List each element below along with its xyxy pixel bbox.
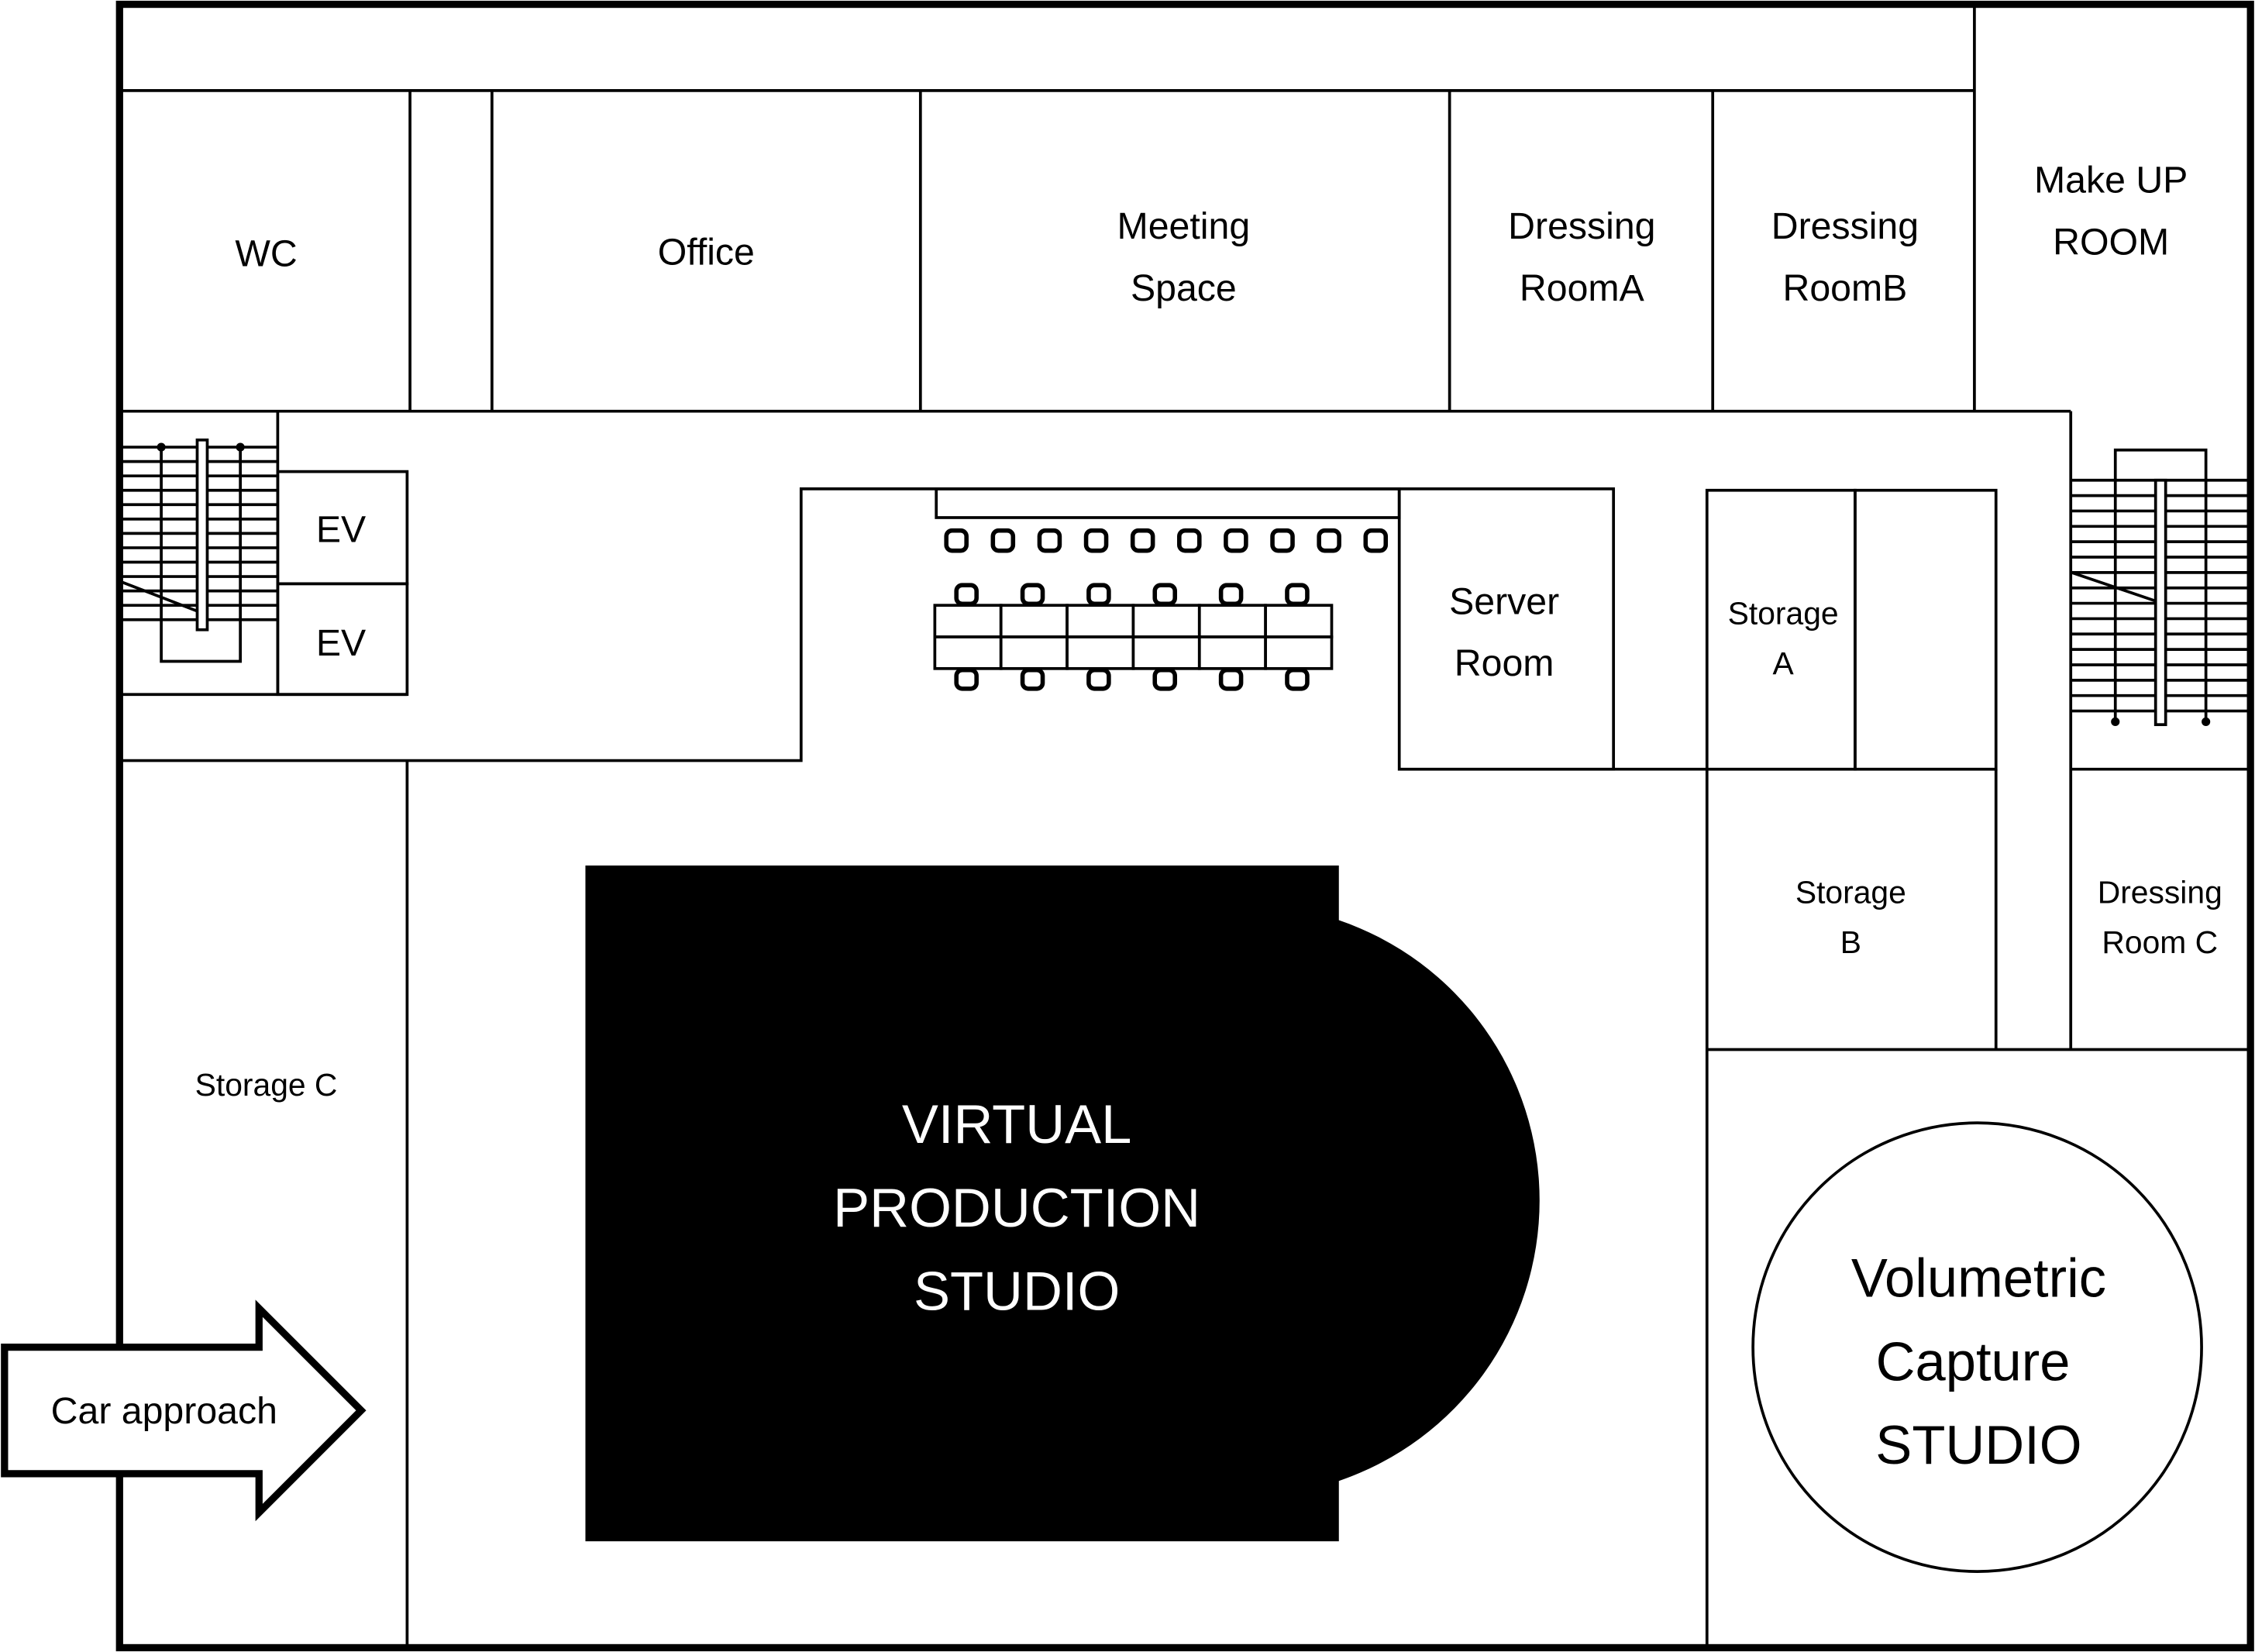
desk: [933, 635, 1003, 670]
chair: [1317, 528, 1341, 553]
outer-wall: [115, 0, 2254, 1652]
chair: [1152, 583, 1178, 607]
stair-node: [2202, 717, 2211, 727]
chair: [944, 528, 969, 553]
stair-node: [157, 442, 166, 452]
elevator-2: EV: [316, 622, 366, 664]
desk: [1131, 635, 1201, 670]
chair: [1086, 583, 1111, 607]
room-wc: WC: [235, 232, 297, 274]
chair: [1083, 528, 1109, 553]
desk: [1066, 635, 1135, 670]
chair: [1285, 583, 1310, 607]
desk: [1197, 635, 1267, 670]
elevator-1: EV: [316, 509, 366, 551]
staircase-left: [122, 438, 278, 663]
desk: [1197, 604, 1267, 638]
virtual-production-studio: [585, 866, 1540, 1542]
chair: [1020, 667, 1045, 691]
stair-node: [2111, 717, 2120, 727]
desk: [1131, 604, 1201, 638]
car-approach-label: Car approach: [51, 1390, 277, 1432]
chair: [954, 583, 979, 607]
stair-break-line: [122, 580, 198, 613]
volumetric-capture-studio: [1751, 1121, 2203, 1573]
stair-node: [236, 442, 245, 452]
chair: [1224, 528, 1248, 553]
chair: [1285, 667, 1310, 691]
chair: [990, 528, 1016, 553]
car-approach-arrow: [1, 1299, 367, 1522]
chair: [1363, 528, 1389, 553]
office-desks: [933, 528, 1389, 691]
chair: [954, 667, 979, 691]
walls: [122, 4, 2253, 1648]
room-storage-c: Storage C: [195, 1067, 338, 1103]
room-office: Office: [658, 231, 755, 273]
chair: [1130, 528, 1155, 553]
stair-handrail: [2153, 478, 2167, 727]
stair-path: [160, 447, 242, 663]
desk: [999, 635, 1069, 670]
staircase-right: [2070, 448, 2253, 727]
chair: [1086, 667, 1111, 691]
desk: [1066, 604, 1135, 638]
chair: [1218, 667, 1244, 691]
desk: [933, 604, 1003, 638]
stair-handrail: [195, 438, 209, 632]
desk: [999, 604, 1069, 638]
chair: [1177, 528, 1202, 553]
chair: [1020, 583, 1045, 607]
desk: [1264, 604, 1334, 638]
chair: [1218, 583, 1244, 607]
chair: [1037, 528, 1062, 553]
chair: [1152, 667, 1178, 691]
chair: [1270, 528, 1295, 553]
stair-break-line: [2070, 570, 2157, 603]
desk: [1264, 635, 1334, 670]
